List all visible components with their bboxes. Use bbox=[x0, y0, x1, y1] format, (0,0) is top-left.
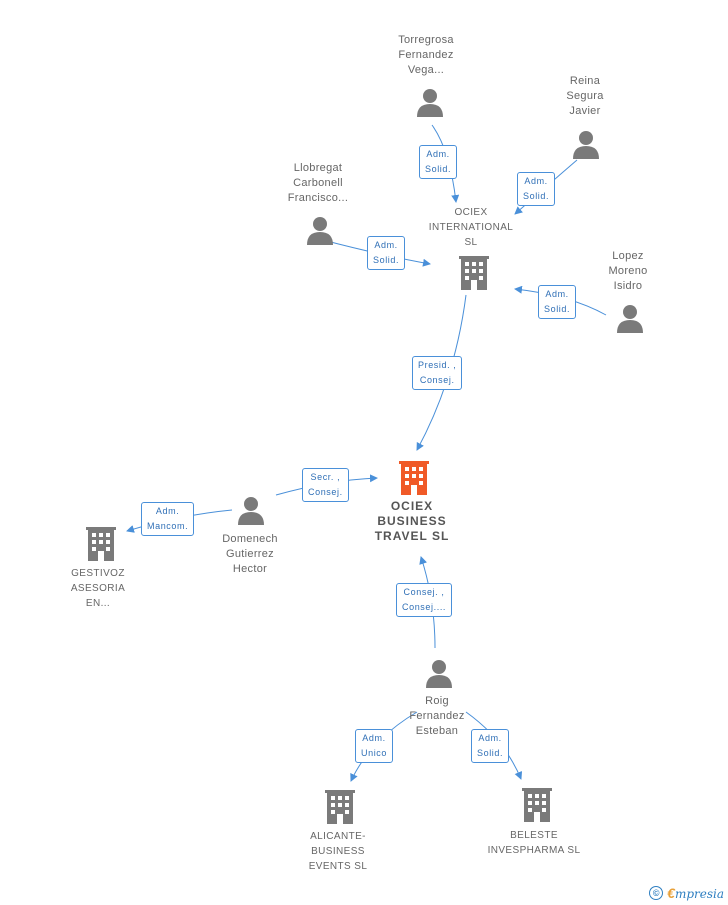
brand-initial: € bbox=[667, 885, 675, 901]
building-icon-gestivoz[interactable] bbox=[86, 527, 116, 561]
person-icon-domenech[interactable] bbox=[238, 497, 264, 525]
edge-label-reina: Adm. Solid. bbox=[517, 172, 556, 206]
node-label-ociex-business-travel[interactable]: OCIEX BUSINESS TRAVEL SL bbox=[374, 499, 450, 543]
brand-rest: mpresia bbox=[674, 887, 724, 901]
node-label-alicante[interactable]: ALICANTE- BUSINESS EVENTS SL bbox=[308, 831, 368, 872]
node-label-llobregat[interactable]: Llobregat Carbonell Francisco... bbox=[287, 162, 349, 204]
empresia-watermark[interactable]: © €mpresia bbox=[649, 885, 724, 901]
edge-label-roig-beleste: Adm. Solid. bbox=[471, 729, 510, 763]
person-icon-reina[interactable] bbox=[573, 131, 599, 159]
building-icon-alicante[interactable] bbox=[325, 790, 355, 824]
person-icon-roig[interactable] bbox=[426, 660, 452, 688]
building-icon-ociex-international[interactable] bbox=[459, 256, 489, 290]
brand-name: €mpresia bbox=[667, 885, 724, 901]
edge-label-llobregat: Adm. Solid. bbox=[367, 236, 406, 270]
person-icon-torregrosa[interactable] bbox=[417, 89, 443, 117]
node-label-torregrosa[interactable]: Torregrosa Fernandez Vega... bbox=[398, 34, 454, 76]
edge-label-domenech-business: Secr. , Consej. bbox=[302, 468, 349, 502]
edge-label-roig-business: Consej. , Consej.... bbox=[396, 583, 453, 617]
node-label-lopez[interactable]: Lopez Moreno Isidro bbox=[608, 250, 648, 292]
node-label-ociex-international[interactable]: OCIEX INTERNATIONAL SL bbox=[428, 207, 514, 248]
edge-label-ociex-international-business: Presid. , Consej. bbox=[412, 356, 463, 390]
person-icon-llobregat[interactable] bbox=[307, 217, 333, 245]
node-label-gestivoz[interactable]: GESTIVOZ ASESORIA EN... bbox=[70, 568, 126, 609]
node-label-beleste[interactable]: BELESTE INVESPHARMA SL bbox=[487, 830, 581, 856]
edge-label-torregrosa: Adm. Solid. bbox=[419, 145, 458, 179]
person-icon-lopez[interactable] bbox=[617, 305, 643, 333]
node-label-domenech[interactable]: Domenech Gutierrez Hector bbox=[222, 533, 278, 575]
building-icon-ociex-business-travel[interactable] bbox=[399, 461, 429, 495]
node-label-reina[interactable]: Reina Segura Javier bbox=[566, 75, 604, 117]
edge-label-lopez: Adm. Solid. bbox=[538, 285, 577, 319]
building-icon-beleste[interactable] bbox=[522, 788, 552, 822]
copyright-icon: © bbox=[649, 886, 664, 900]
node-label-roig[interactable]: Roig Fernandez Esteban bbox=[409, 695, 465, 737]
edge-label-domenech-gestivoz: Adm. Mancom. bbox=[141, 502, 195, 536]
edge-label-roig-alicante: Adm. Unico bbox=[355, 729, 394, 763]
